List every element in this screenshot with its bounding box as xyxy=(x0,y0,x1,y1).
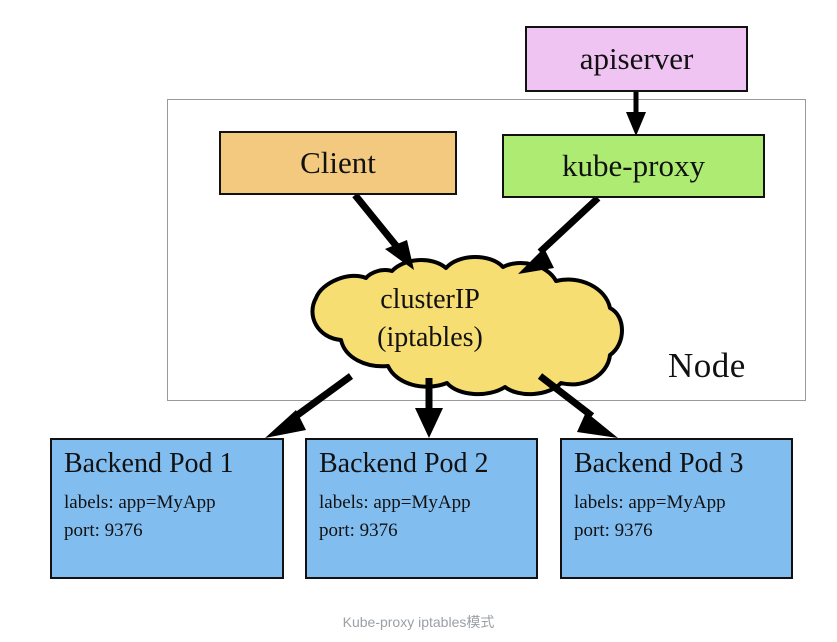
backend-pod-3-title: Backend Pod 3 xyxy=(574,448,744,479)
backend-pod-2-title: Backend Pod 2 xyxy=(319,448,489,479)
arrow-clusterip-to-pod-2 xyxy=(415,378,443,438)
backend-pod-1-port: port: 9376 xyxy=(64,519,143,541)
arrow-kube-proxy-to-clusterip xyxy=(518,195,601,274)
backend-pod-3-port: port: 9376 xyxy=(574,519,653,541)
backend-pod-1-labels: labels: app=MyApp xyxy=(64,492,216,513)
kube-proxy-box[interactable]: kube-proxy xyxy=(502,134,765,198)
apiserver-label: apiserver xyxy=(579,41,694,76)
backend-pod-2-labels: labels: app=MyApp xyxy=(319,492,471,513)
client-label: Client xyxy=(300,145,376,180)
diagram-caption: Kube-proxy iptables模式 xyxy=(342,614,495,630)
node-boundary xyxy=(167,99,806,401)
backend-pod-2-box[interactable]: Backend Pod 2 labels: app=MyApp port: 93… xyxy=(305,438,538,579)
clusterip-cloud xyxy=(310,255,624,397)
apiserver-box[interactable]: apiserver xyxy=(525,26,748,92)
backend-pod-2-port: port: 9376 xyxy=(319,519,398,541)
arrow-apiserver-to-kube-proxy xyxy=(626,92,646,136)
client-box[interactable]: Client xyxy=(219,131,457,195)
backend-pod-3-box[interactable]: Backend Pod 3 labels: app=MyApp port: 93… xyxy=(560,438,793,579)
arrow-client-to-clusterip xyxy=(352,192,414,270)
arrow-clusterip-to-pod-3 xyxy=(537,373,618,438)
arrow-clusterip-to-pod-1 xyxy=(265,373,354,438)
backend-pod-3-labels: labels: app=MyApp xyxy=(574,492,726,513)
kube-proxy-label: kube-proxy xyxy=(562,148,705,183)
backend-pod-2-details: labels: app=MyApp port: 9376 xyxy=(319,489,524,544)
backend-pod-1-details: labels: app=MyApp port: 9376 xyxy=(64,489,270,544)
node-label: Node xyxy=(668,346,746,385)
backend-pod-1-title: Backend Pod 1 xyxy=(64,448,234,479)
backend-pod-1-box[interactable]: Backend Pod 1 labels: app=MyApp port: 93… xyxy=(50,438,284,579)
backend-pod-3-details: labels: app=MyApp port: 9376 xyxy=(574,489,779,544)
